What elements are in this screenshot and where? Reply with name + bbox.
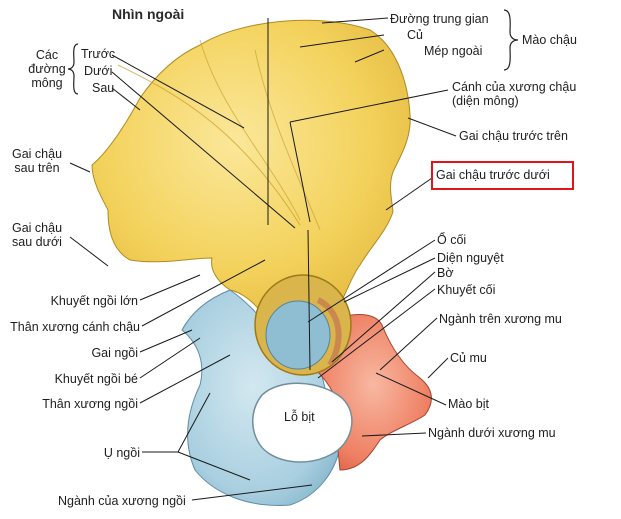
label-nganh-cua-xuong-ngoi: Ngành của xương ngồi xyxy=(58,494,186,508)
label-mong: mông xyxy=(31,76,63,90)
label-truoc: Trước xyxy=(81,47,116,61)
label-cac: Các xyxy=(35,48,59,62)
label-khuyet-ngoi-lon: Khuyết ngồi lớn xyxy=(50,294,138,308)
diagram-title: Nhìn ngoài xyxy=(112,6,185,22)
label-canh-xuong-chau: Cánh của xương chậu xyxy=(452,80,577,94)
duong-mong-brace xyxy=(67,43,79,95)
label-khuyet-coi: Khuyết cối xyxy=(437,283,496,297)
label-gai-chau-sau-duoi-2: sau dưới xyxy=(12,235,62,249)
label-gai-chau-sau-tren-2: sau trên xyxy=(14,161,60,175)
label-mao-chau: Mào chậu xyxy=(522,33,577,47)
label-duong: đường xyxy=(28,62,66,76)
label-duong-trung-gian: Đường trung gian xyxy=(390,12,489,26)
label-dien-nguyet: Diện nguyệt xyxy=(437,251,504,265)
label-lo-bit: Lỗ bịt xyxy=(284,410,315,424)
label-gai-chau-truoc-tren: Gai chậu trước trên xyxy=(459,129,568,143)
label-nganh-duoi-xuong-mu: Ngành dưới xương mu xyxy=(428,426,556,440)
label-gai-ngoi: Gai ngồi xyxy=(91,346,138,360)
label-khuyet-ngoi-be: Khuyết ngồi bé xyxy=(54,372,138,386)
pointer-lines xyxy=(69,17,457,501)
label-gai-chau-sau-duoi-1: Gai chậu xyxy=(11,221,63,235)
label-canh-xuong-chau-sub: (diện mông) xyxy=(452,94,519,108)
label-cu: Củ xyxy=(407,28,423,42)
label-cu-mu: Củ mu xyxy=(450,351,487,365)
label-sau: Sau xyxy=(92,81,115,95)
obturator-foramen xyxy=(252,382,353,463)
label-u-ngoi: Ụ ngồi xyxy=(103,446,140,460)
label-duoi: Dưới xyxy=(84,64,113,78)
label-gai-chau-truoc-duoi: Gai chậu trước dưới xyxy=(436,168,550,182)
highlight-box xyxy=(431,161,574,190)
label-than-xuong-canh-chau: Thân xương cánh chậu xyxy=(10,320,140,334)
mao-chau-brace xyxy=(503,9,519,71)
label-bo: Bờ xyxy=(437,266,454,280)
label-o-coi: Ổ cối xyxy=(437,233,467,247)
acetabular-fossa xyxy=(265,300,331,370)
label-than-xuong-ngoi: Thân xương ngồi xyxy=(42,397,138,411)
ilium-region xyxy=(91,19,411,326)
label-nganh-tren-xuong-mu: Ngành trên xương mu xyxy=(439,312,562,326)
label-mao-bit: Mào bịt xyxy=(448,397,489,411)
label-gai-chau-sau-tren-1: Gai chậu xyxy=(11,147,63,161)
label-mep-ngoai: Mép ngoài xyxy=(424,44,483,58)
